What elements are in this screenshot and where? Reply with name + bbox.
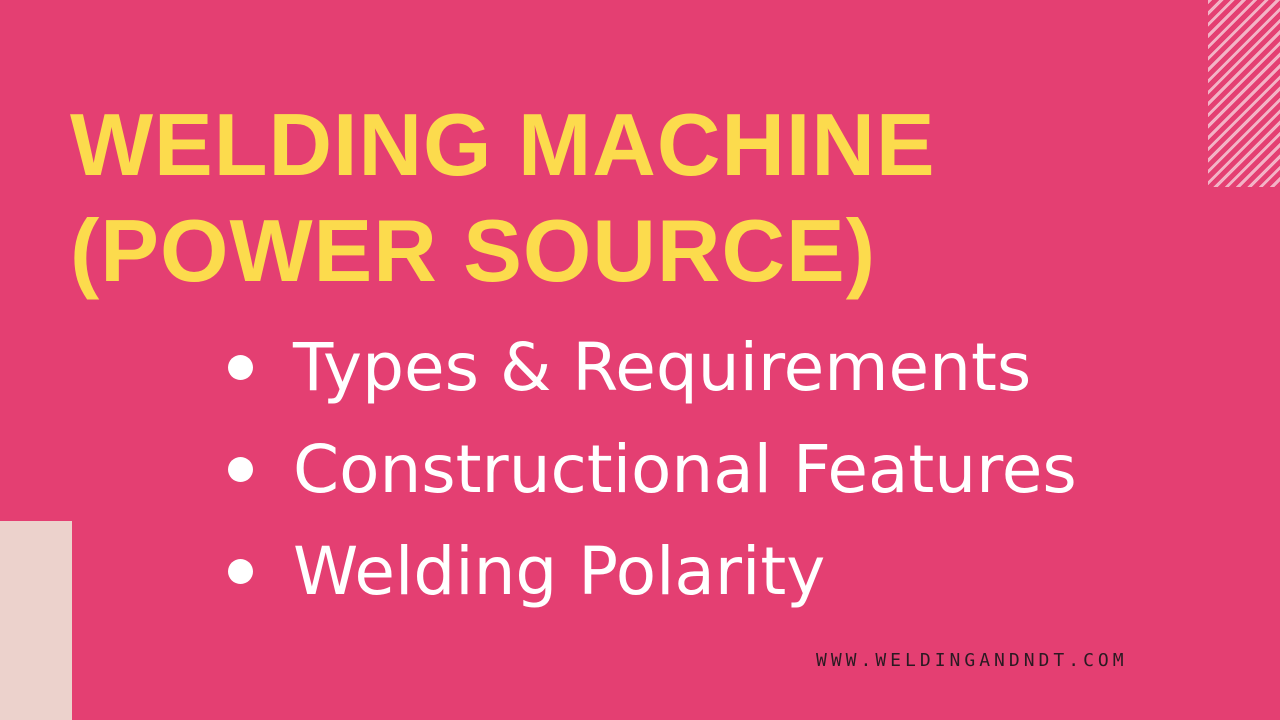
bullet-item: Types & Requirements [228,316,1077,418]
title-line-1: WELDING MACHINE [70,95,936,194]
bullet-text: Constructional Features [293,430,1077,508]
decorative-stripes [1208,0,1280,187]
bullet-list: Types & Requirements Constructional Feat… [228,316,1077,622]
title-line-2: (POWER SOURCE) [70,201,876,300]
website-url: WWW.WELDINGANDNDT.COM [816,650,1128,671]
slide-title: WELDING MACHINE (POWER SOURCE) [70,92,936,304]
bullet-dot-icon [228,354,253,380]
bullet-text: Types & Requirements [293,328,1032,406]
bullet-text: Welding Polarity [293,532,826,610]
bullet-item: Constructional Features [228,418,1077,520]
decorative-side-block [0,521,72,720]
bullet-dot-icon [228,558,253,584]
bullet-dot-icon [228,456,253,482]
bullet-item: Welding Polarity [228,520,1077,622]
